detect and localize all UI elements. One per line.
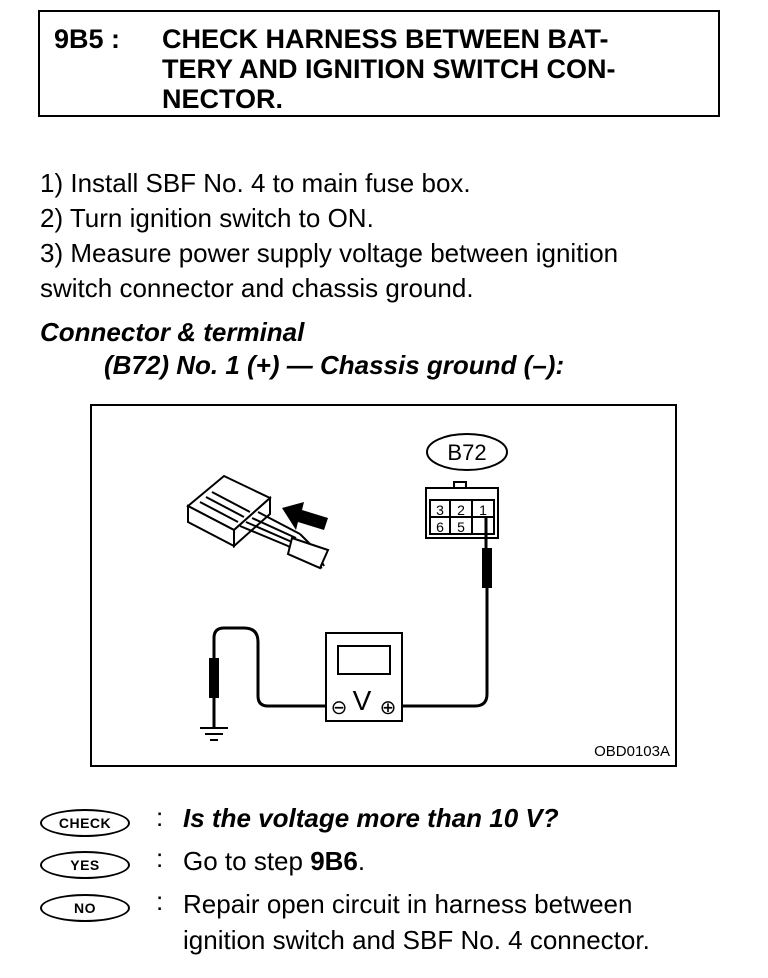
connector-label-oval	[426, 433, 508, 471]
procedure-line: 1) Install SBF No. 4 to main fuse box.	[40, 168, 471, 198]
step-title-line: CHECK HARNESS BETWEEN BAT-	[162, 24, 609, 54]
voltmeter	[325, 632, 403, 722]
step-title-line: NECTOR.	[162, 84, 284, 114]
ground-icon	[200, 727, 228, 741]
yes-badge: YES	[40, 851, 130, 879]
no-badge: NO	[40, 894, 130, 922]
step-title: CHECK HARNESS BETWEEN BAT- TERY AND IGNI…	[162, 24, 616, 114]
yes-text: Go to step 9B6.	[183, 843, 365, 879]
step-header: 9B5 : CHECK HARNESS BETWEEN BAT- TERY AN…	[38, 10, 720, 117]
minus-terminal-icon: ⊖	[331, 697, 348, 719]
terminal-number: 4	[479, 519, 487, 535]
yes-step-ref: 9B6	[310, 846, 358, 876]
insert-arrow-icon	[282, 502, 328, 530]
yes-colon: :	[156, 843, 164, 873]
voltmeter-symbol: V	[353, 685, 372, 716]
step-number: 9B5 :	[54, 24, 121, 54]
yes-text-prefix: Go to step	[183, 846, 311, 876]
negative-probe	[209, 626, 326, 728]
no-text-line: ignition switch and SBF No. 4 connector.	[183, 925, 650, 955]
check-colon: :	[156, 802, 164, 832]
step-title-line: TERY AND IGNITION SWITCH CON-	[162, 54, 616, 84]
procedure-steps: 1) Install SBF No. 4 to main fuse box. 2…	[40, 166, 618, 306]
yes-text-suffix: .	[357, 846, 366, 876]
positive-probe	[400, 516, 492, 708]
wiring-figure: B72 3 2 1 6 5 4 V ⊖ ⊕	[90, 404, 677, 767]
connector-detail: (B72) No. 1 (+) — Chassis ground (–):	[104, 350, 565, 380]
connector-heading: Connector & terminal	[40, 317, 305, 347]
terminal-number: 1	[479, 502, 487, 518]
procedure-line: switch connector and chassis ground.	[40, 273, 474, 303]
no-text-line: Repair open circuit in harness between	[183, 889, 633, 919]
check-question: Is the voltage more than 10 V?	[183, 803, 559, 833]
no-text: Repair open circuit in harness between i…	[183, 886, 650, 958]
connector-label: B72	[447, 440, 486, 465]
terminal-number: 2	[457, 502, 465, 518]
procedure-line: 3) Measure power supply voltage between …	[40, 238, 619, 268]
no-colon: :	[156, 886, 164, 916]
check-badge: CHECK	[40, 809, 130, 837]
procedure-line: 2) Turn ignition switch to ON.	[40, 203, 374, 233]
figure-code: OBD0103A	[594, 743, 670, 760]
terminal-number: 5	[457, 519, 465, 535]
terminal-number: 6	[436, 519, 444, 535]
wiring-diagram: B72 3 2 1 6 5 4 V ⊖ ⊕	[186, 433, 670, 760]
terminal-number: 3	[436, 502, 444, 518]
plus-terminal-icon: ⊕	[380, 697, 397, 719]
connector-face	[425, 481, 499, 539]
connector-illustration	[186, 474, 330, 570]
